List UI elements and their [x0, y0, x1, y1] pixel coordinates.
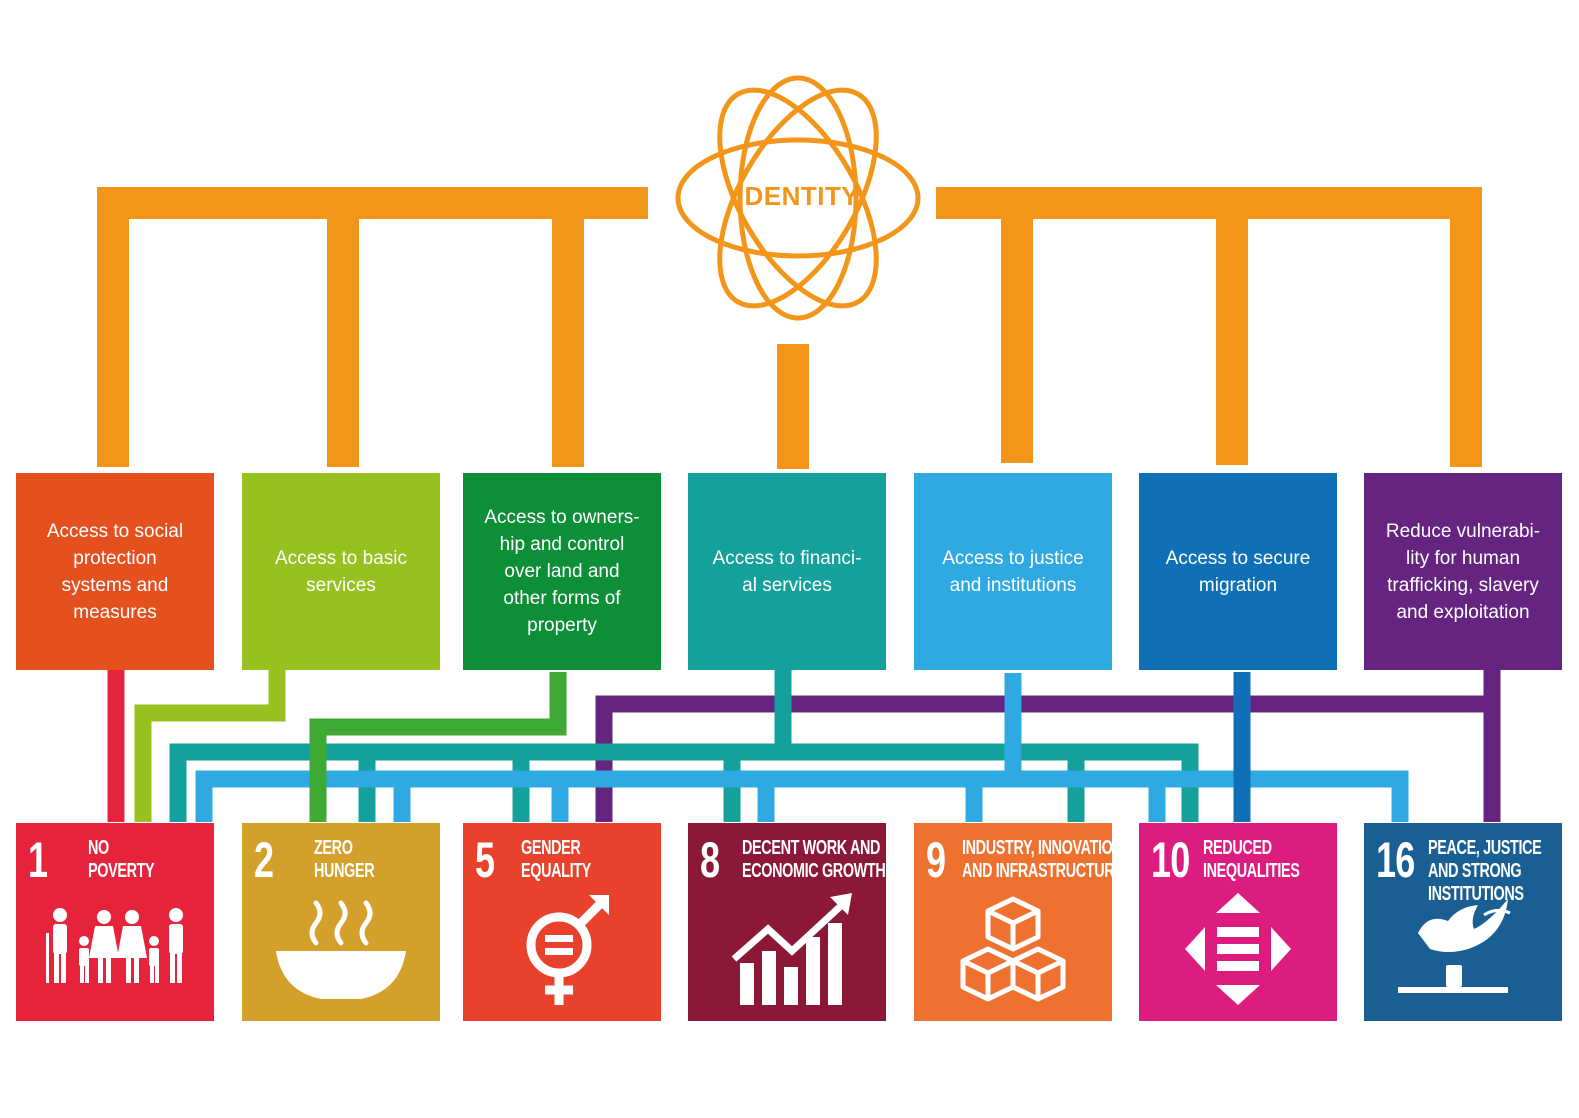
sdg-goal-8: 8 Decent work and economic growth: [688, 823, 886, 1021]
goal-number: 5: [475, 832, 495, 888]
goal-title: Peace, justice and strong institutions: [1428, 837, 1542, 905]
goal-title: Gender Equality: [521, 837, 591, 882]
connector-basic-services: [134, 670, 286, 822]
cubes-icon: [938, 893, 1088, 1008]
bowl-icon: [266, 893, 416, 1008]
goal-title: No Poverty: [88, 837, 155, 882]
goal-number: 10: [1151, 832, 1190, 888]
goal-number: 8: [700, 832, 720, 888]
goal-title: Reduced inequalities: [1203, 837, 1300, 882]
access-box-label: Access to social protection systems and …: [46, 520, 184, 623]
access-box-reduce-vulnerability: Reduce vulnerabi- lity for human traffic…: [1364, 473, 1562, 670]
identity-label: IDENTITY: [736, 181, 860, 211]
sdg-goal-1: 1 No Poverty: [16, 823, 214, 1021]
goal-title: Decent work and economic growth: [742, 837, 886, 882]
dove-gavel-icon: [1388, 893, 1538, 1008]
sdg-goal-10: 10 Reduced inequalities: [1139, 823, 1337, 1021]
goal-number: 9: [926, 832, 946, 888]
identity-atom-icon: [675, 75, 921, 321]
goal-number: 1: [28, 832, 48, 888]
arrows-equal-icon: [1163, 893, 1313, 1008]
gender-equality-icon: [487, 893, 637, 1008]
goal-title: Zero Hunger: [314, 837, 375, 882]
identity-connector-right-bar: [936, 187, 1482, 467]
access-box-label: Reduce vulnerabi- lity for human traffic…: [1385, 520, 1541, 623]
access-box-label: Access to secure migration: [1165, 547, 1311, 596]
growth-chart-icon: [712, 893, 862, 1008]
access-box-justice: Access to justice and institutions: [914, 473, 1112, 670]
sdg-goal-9: 9 Industry, innovation and infrastructure: [914, 823, 1124, 1021]
access-box-label: Access to financi- al services: [712, 547, 862, 596]
access-box-label: Access to owners- hip and control over l…: [484, 507, 640, 636]
goal-number: 16: [1376, 832, 1415, 888]
goal-connectors: [107, 670, 1501, 822]
sdg-goal-2: 2 Zero Hunger: [242, 823, 440, 1021]
connector-justice-h: [195, 770, 1409, 822]
access-box-financial-services: Access to financi- al services: [688, 473, 886, 670]
sdg-goal-16: 16Peace, justice and strong institutions: [1364, 823, 1562, 1021]
sdg-goal-5: 5 Gender Equality: [463, 823, 661, 1021]
access-box-secure-migration: Access to secure migration: [1139, 473, 1337, 670]
access-box-label: Access to basic services: [275, 547, 407, 596]
goal-title: Industry, innovation and infrastructure: [962, 837, 1124, 882]
identity-connectors: [97, 187, 1482, 469]
access-box-basic-services: Access to basic services: [242, 473, 440, 670]
connector-ownership: [309, 672, 567, 822]
access-box-label: Access to justice and institutions: [942, 547, 1084, 596]
family-icon: [40, 893, 190, 1008]
goal-number: 2: [254, 832, 274, 888]
identity-connector-left-bar: [97, 187, 648, 467]
access-box-ownership: Access to owners- hip and control over l…: [463, 473, 661, 670]
access-box-social-protection: Access to social protection systems and …: [16, 473, 214, 670]
